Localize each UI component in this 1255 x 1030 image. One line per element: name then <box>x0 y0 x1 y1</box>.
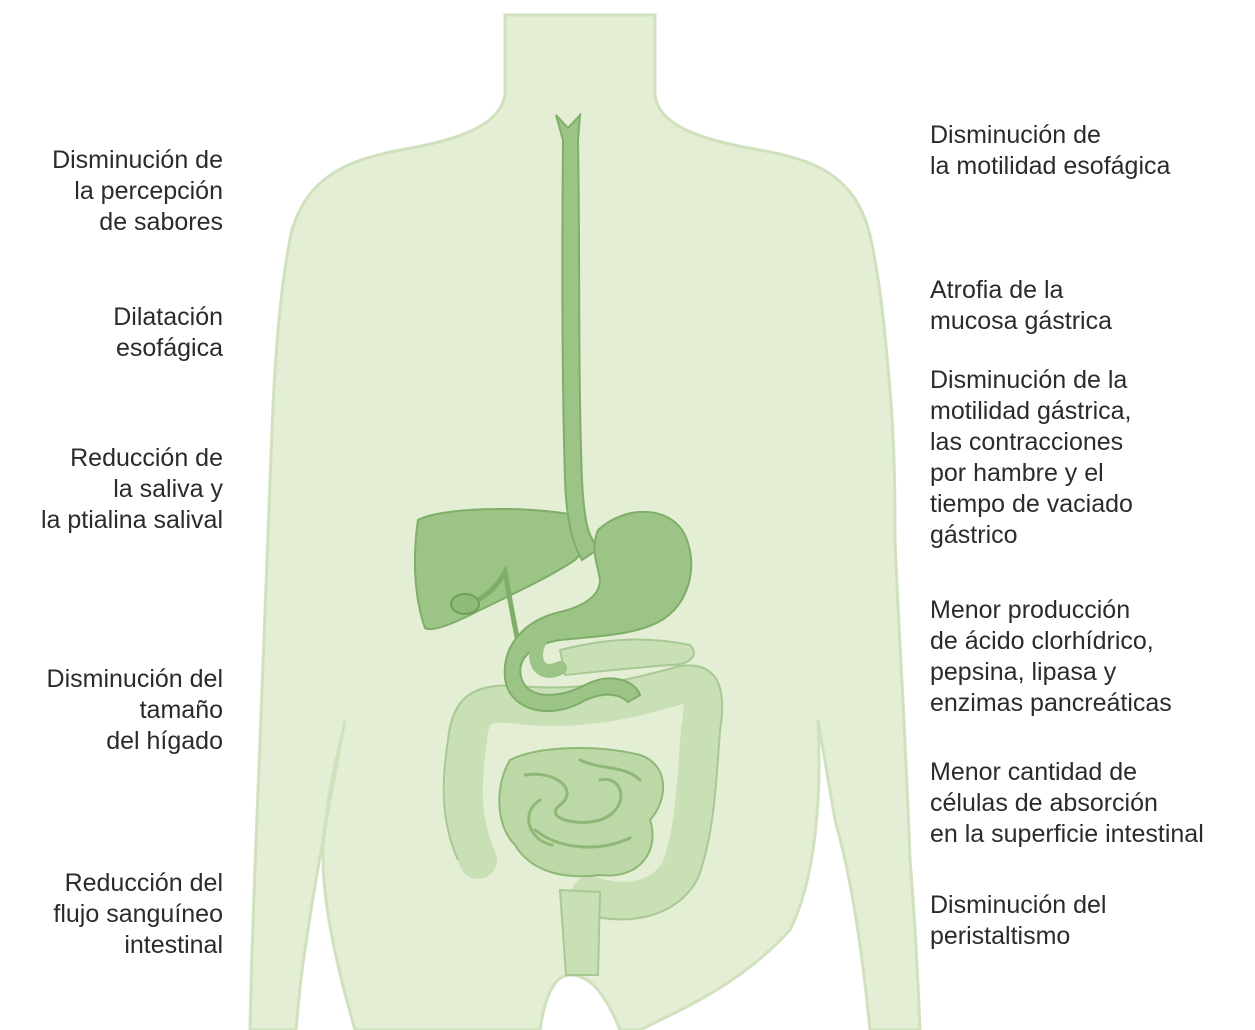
small-intestine <box>499 748 663 876</box>
label-gastric-mucosa-atrophy: Atrofia de la mucosa gástrica <box>930 275 1112 337</box>
label-intestinal-blood-flow: Reducción del flujo sanguíneo intestinal <box>53 868 223 961</box>
label-esophageal-motility: Disminución de la motilidad esofágica <box>930 120 1170 182</box>
gallbladder <box>451 594 479 614</box>
label-liver-size: Disminución del tamaño del hígado <box>47 664 223 757</box>
label-absorptive-cells: Menor cantidad de células de absorción e… <box>930 757 1204 850</box>
label-taste-perception: Disminución de la percepción de sabores <box>52 145 223 238</box>
label-saliva-reduction: Reducción de la saliva y la ptialina sal… <box>41 443 223 536</box>
label-esophageal-dilation: Dilatación esofágica <box>113 302 223 364</box>
label-peristalsis: Disminución del peristaltismo <box>930 890 1106 952</box>
rectum <box>560 890 600 975</box>
label-acid-enzyme-production: Menor producción de ácido clorhídrico, p… <box>930 595 1172 719</box>
label-gastric-motility: Disminución de la motilidad gástrica, la… <box>930 365 1133 551</box>
